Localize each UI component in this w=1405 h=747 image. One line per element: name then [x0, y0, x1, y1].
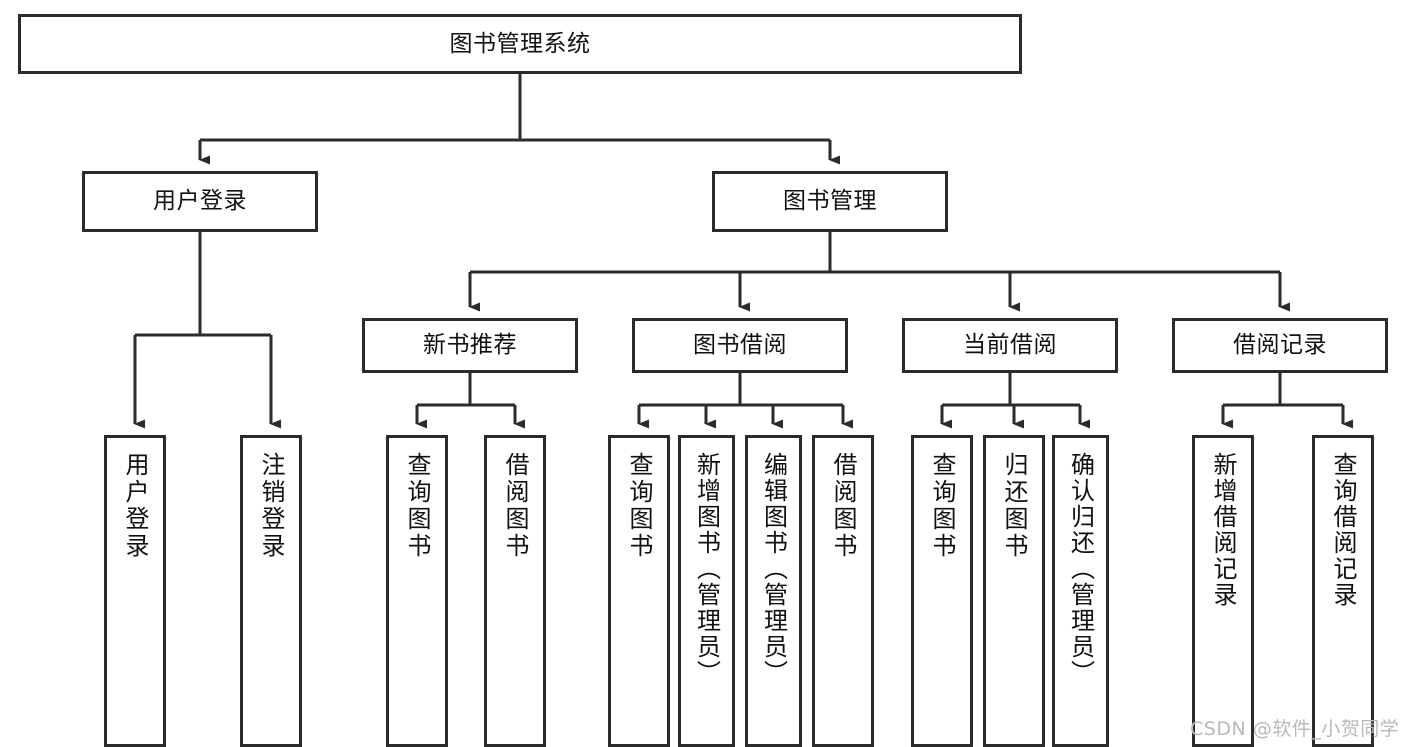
node-label-l_userlogin: 用户登录: [121, 452, 149, 560]
node-label-records: 借阅记录: [1233, 332, 1327, 359]
node-l_q3[interactable]: 查询图书: [911, 435, 973, 747]
node-label-l_addrec: 新增借阅记录: [1209, 452, 1237, 608]
node-label-current: 当前借阅: [963, 332, 1057, 359]
edges-group: [133, 74, 1353, 429]
node-l_addrec[interactable]: 新增借阅记录: [1192, 435, 1254, 747]
node-l_q2[interactable]: 查询图书: [608, 435, 670, 747]
node-label-l_q3: 查询图书: [928, 452, 956, 560]
node-records[interactable]: 借阅记录: [1172, 318, 1388, 373]
node-bookmgmt[interactable]: 图书管理: [712, 171, 948, 232]
node-l_add[interactable]: 新增图书（管理员）: [678, 435, 735, 747]
node-newbook[interactable]: 新书推荐: [362, 318, 578, 373]
node-l_confirm[interactable]: 确认归还（管理员）: [1052, 435, 1109, 747]
node-label-l_b1: 借阅图书: [501, 452, 529, 560]
node-l_b2[interactable]: 借阅图书: [812, 435, 874, 747]
node-label-l_edit: 编辑图书（管理员）: [759, 452, 788, 686]
node-label-newbook: 新书推荐: [423, 332, 517, 359]
node-label-borrow: 图书借阅: [693, 332, 787, 359]
node-label-login: 用户登录: [153, 188, 247, 215]
node-l_edit[interactable]: 编辑图书（管理员）: [745, 435, 802, 747]
node-l_q1[interactable]: 查询图书: [386, 435, 448, 747]
node-label-l_logout: 注销登录: [257, 452, 285, 560]
node-label-l_confirm: 确认归还（管理员）: [1066, 452, 1095, 686]
node-label-root: 图书管理系统: [449, 30, 591, 57]
node-login[interactable]: 用户登录: [82, 171, 318, 232]
node-label-l_qrec: 查询借阅记录: [1329, 452, 1357, 608]
node-label-l_b2: 借阅图书: [829, 452, 857, 560]
node-l_userlogin[interactable]: 用户登录: [104, 435, 166, 747]
node-borrow[interactable]: 图书借阅: [632, 318, 848, 373]
node-root[interactable]: 图书管理系统: [18, 14, 1022, 74]
node-label-l_q1: 查询图书: [403, 452, 431, 560]
node-l_b1[interactable]: 借阅图书: [484, 435, 546, 747]
node-label-bookmgmt: 图书管理: [783, 188, 877, 215]
node-label-l_return: 归还图书: [1000, 452, 1028, 560]
node-label-l_add: 新增图书（管理员）: [692, 452, 721, 686]
node-l_qrec[interactable]: 查询借阅记录: [1312, 435, 1374, 747]
node-current[interactable]: 当前借阅: [902, 318, 1118, 373]
node-label-l_q2: 查询图书: [625, 452, 653, 560]
node-l_logout[interactable]: 注销登录: [240, 435, 302, 747]
node-l_return[interactable]: 归还图书: [983, 435, 1045, 747]
